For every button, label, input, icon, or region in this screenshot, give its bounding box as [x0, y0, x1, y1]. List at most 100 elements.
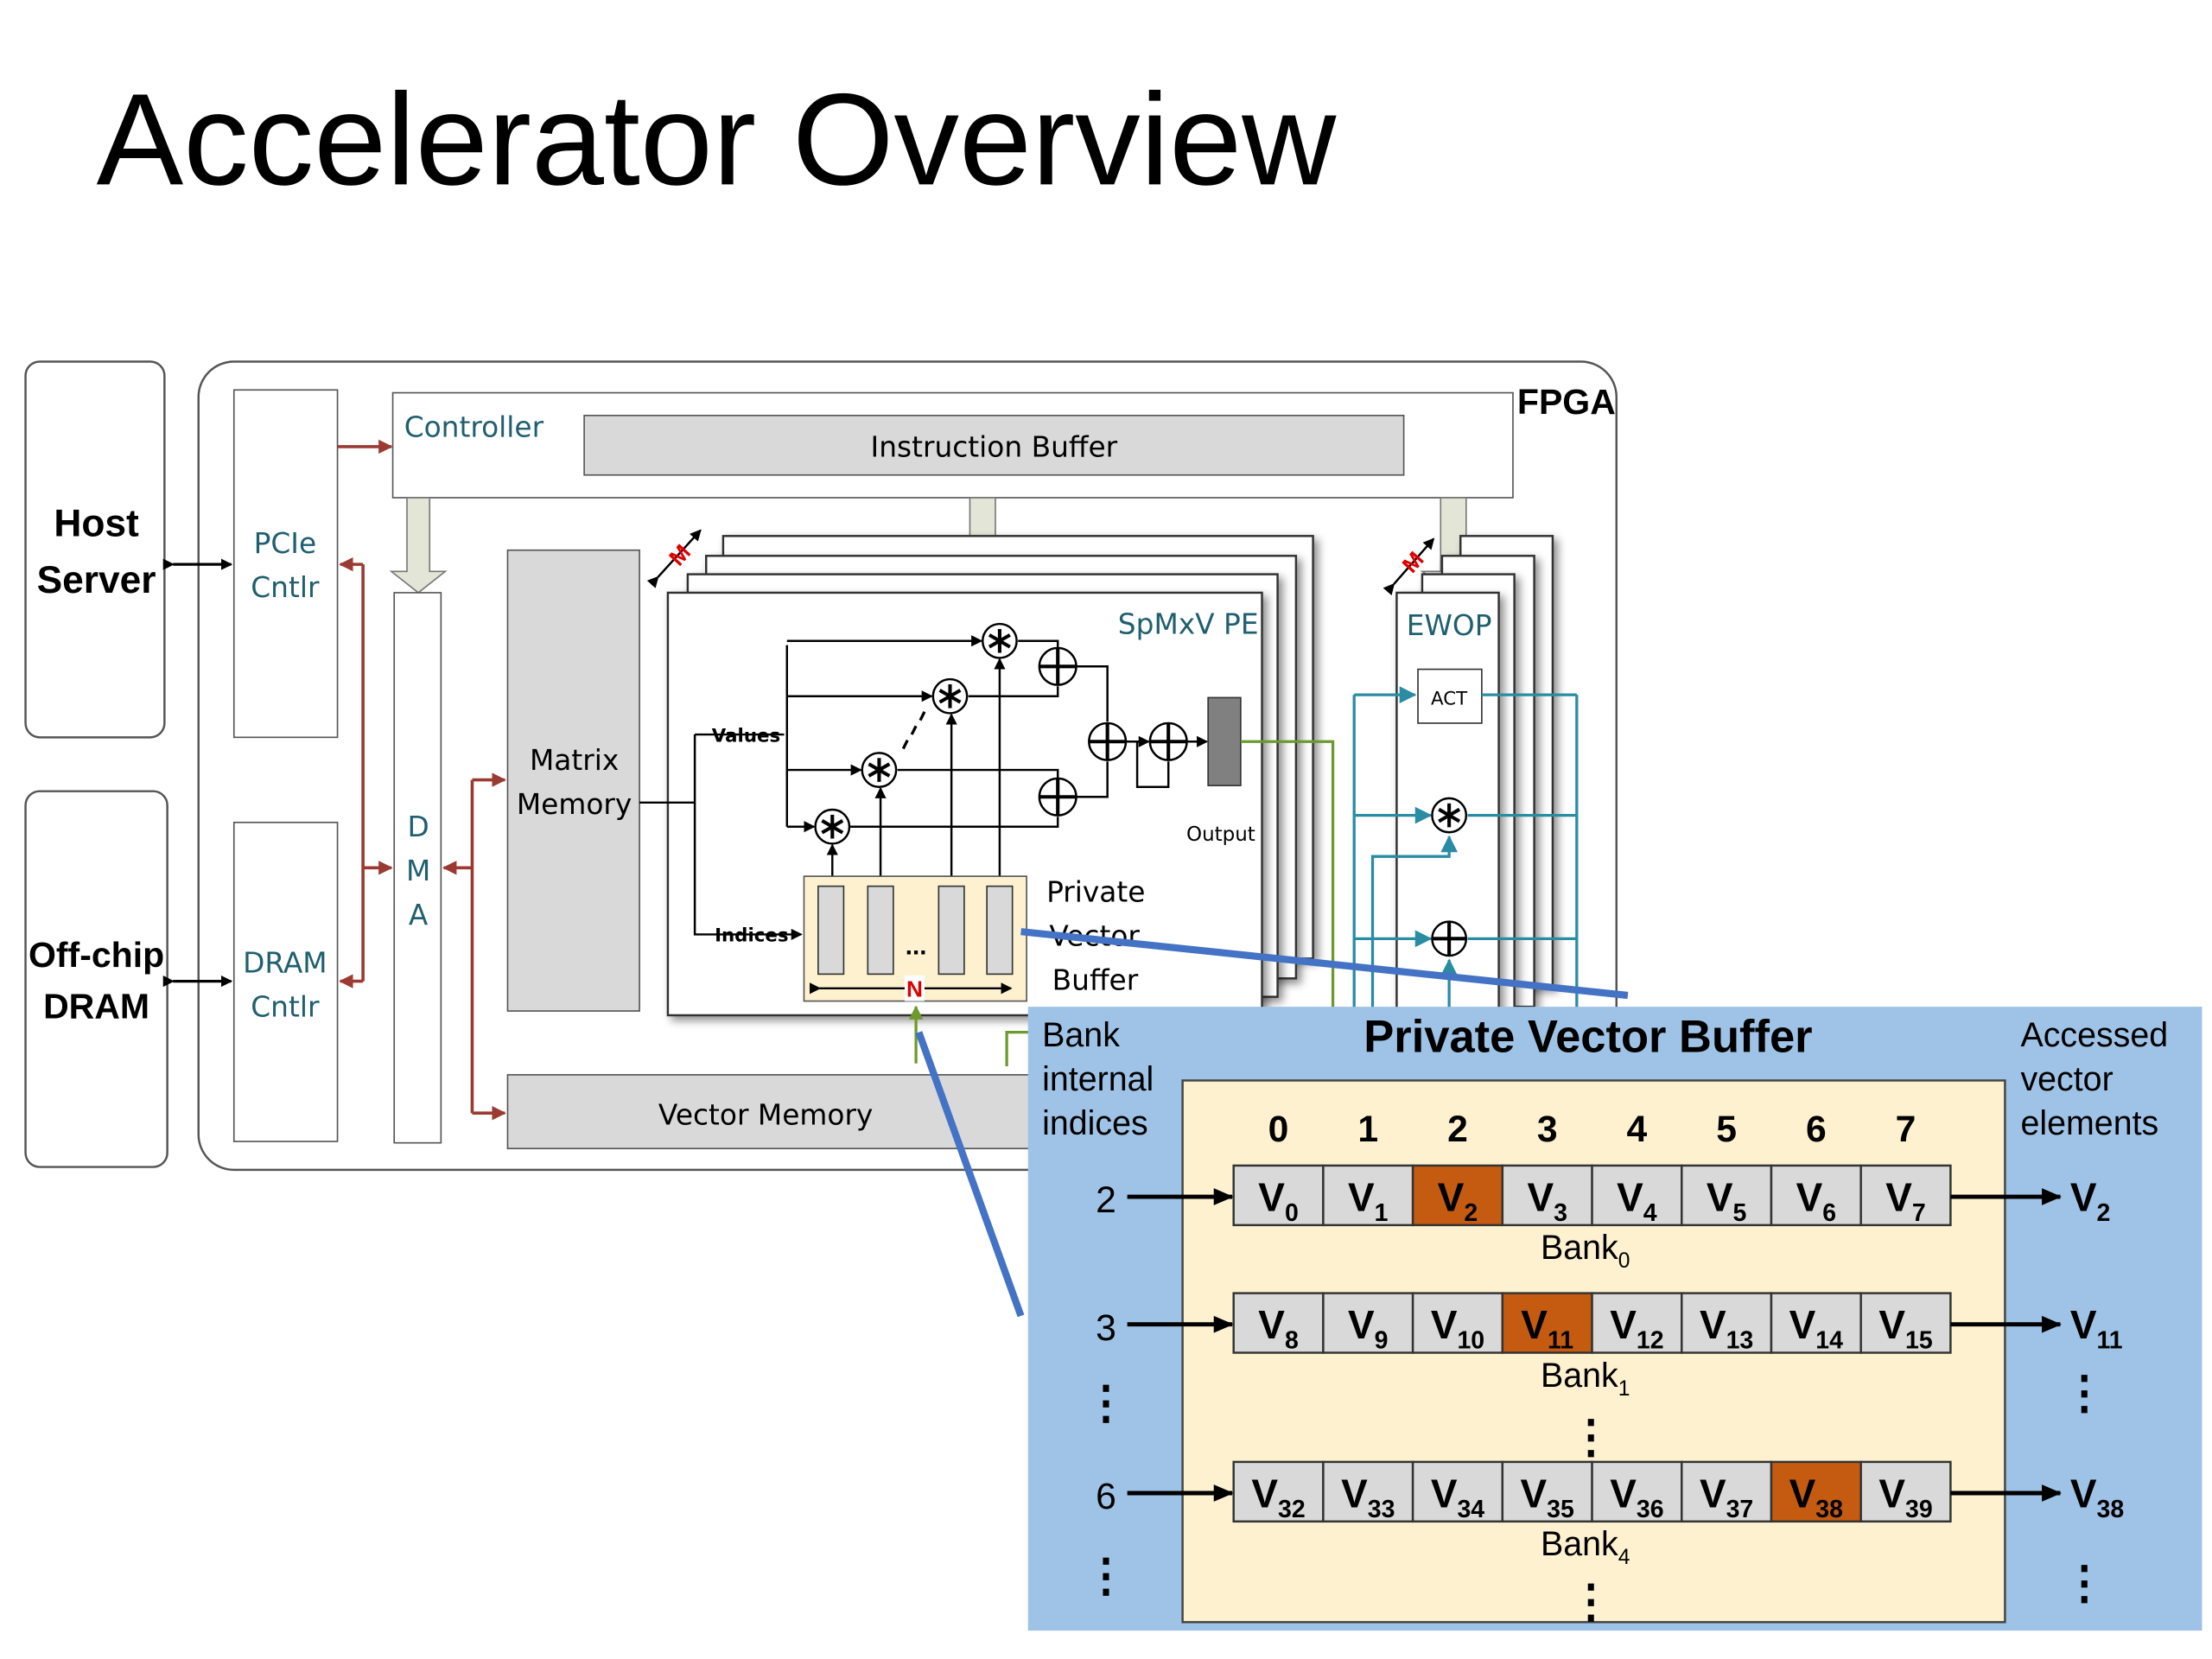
vertical-ellipsis: ⋮: [2062, 1368, 2107, 1419]
output-register: [1207, 696, 1242, 786]
vector-cell: V36: [1591, 1460, 1683, 1523]
zoom-callout-lines: [915, 928, 1629, 1318]
column-index: 1: [1357, 1109, 1378, 1150]
svg-text:Cntlr: Cntlr: [251, 991, 320, 1024]
spmxv-datapath: [639, 635, 1209, 940]
add-icon: [1148, 721, 1188, 761]
vector-element-label: V35: [1521, 1471, 1574, 1522]
svg-text:Matrix: Matrix: [530, 744, 619, 777]
vector-cell-selected: V38: [1770, 1460, 1862, 1523]
vertical-ellipsis: ⋮: [1568, 1576, 1614, 1627]
column-index: 3: [1537, 1109, 1558, 1150]
vector-element-label: V37: [1700, 1471, 1753, 1522]
multiply-icon: [931, 677, 969, 715]
svg-text:Accessed: Accessed: [2020, 1016, 2168, 1054]
vector-cell-selected: V2: [1411, 1164, 1504, 1227]
svg-text:Cntlr: Cntlr: [251, 571, 320, 604]
svg-text:PCIe: PCIe: [254, 527, 317, 560]
vector-element-label: V38: [1789, 1471, 1843, 1522]
vector-cell: V32: [1232, 1460, 1325, 1523]
vector-element-label: V34: [1431, 1471, 1484, 1522]
vector-cell-selected: V11: [1501, 1292, 1593, 1355]
bank-label: Bank0: [1541, 1229, 1630, 1273]
vector-element-label: V5: [1707, 1174, 1747, 1226]
vector-element-label: V3: [1527, 1174, 1567, 1226]
vertical-ellipsis: ⋮: [1084, 1550, 1129, 1601]
svg-text:DRAM: DRAM: [243, 947, 327, 980]
svg-text:Server: Server: [37, 559, 156, 601]
vector-element-label: V11: [1521, 1302, 1573, 1354]
vector-element-label: V6: [1796, 1174, 1836, 1226]
svg-text:Off-chip: Off-chip: [29, 935, 164, 975]
svg-text:FPGA: FPGA: [1517, 382, 1616, 422]
spmxv-pe-label: SpMxV PE: [1118, 608, 1259, 641]
vector-cell: V3: [1501, 1164, 1593, 1227]
vector-cell: V33: [1322, 1460, 1414, 1523]
ewop-datapath: [1352, 686, 1579, 1010]
bank-label: Bank1: [1541, 1357, 1630, 1401]
add-icon: [1038, 646, 1077, 686]
dma-interconnect: [337, 439, 506, 1121]
column-index: 4: [1627, 1109, 1648, 1150]
indices-label: Indices: [715, 925, 789, 947]
ewop-label: EWOP: [1407, 609, 1492, 642]
output-paths: [908, 740, 1335, 1067]
svg-text:ACT: ACT: [1431, 689, 1468, 710]
vertical-ellipsis: ⋮: [1084, 1377, 1129, 1428]
svg-text:A: A: [409, 899, 429, 931]
vector-cell: V35: [1501, 1460, 1593, 1523]
dma-block: D M A: [393, 592, 442, 1144]
vector-cell: V12: [1591, 1292, 1683, 1355]
svg-text:elements: elements: [2020, 1104, 2158, 1142]
private-vector-buffer-inset: Private Vector Buffer Bank internal indi…: [1027, 1007, 2202, 1631]
vector-cell: V39: [1859, 1460, 1952, 1523]
add-icon: [1088, 721, 1128, 761]
n-label: N: [906, 976, 923, 1002]
inset-title: Private Vector Buffer: [1363, 1012, 1812, 1063]
host-server-block: Host Server: [24, 360, 166, 739]
dram-controller: DRAM Cntlr: [232, 821, 339, 1142]
svg-text:Buffer: Buffer: [1052, 963, 1139, 996]
vector-element-label: V10: [1431, 1302, 1484, 1354]
vector-cell: V6: [1770, 1164, 1862, 1227]
column-index: 0: [1268, 1109, 1289, 1150]
vector-cell: V14: [1770, 1292, 1862, 1355]
act-unit: [1417, 668, 1483, 724]
svg-text:Vector Memory: Vector Memory: [658, 1098, 873, 1131]
vector-cell: V7: [1859, 1164, 1952, 1227]
multiply-icon: [1431, 797, 1468, 834]
pe-operators: [814, 622, 1188, 845]
column-index: 2: [1447, 1109, 1468, 1150]
output-label: Output: [1186, 823, 1255, 846]
svg-text:DRAM: DRAM: [43, 986, 149, 1026]
add-icon: [1431, 920, 1468, 957]
bank-internal-index: 3: [1096, 1307, 1116, 1349]
matrix-memory: Matrix Memory: [506, 549, 640, 1012]
bank-label: Bank4: [1541, 1525, 1630, 1569]
svg-text:D: D: [407, 810, 429, 843]
vector-element-label: V33: [1341, 1471, 1395, 1522]
vector-element-label: V1: [1348, 1174, 1389, 1226]
vector-element-label: V39: [1878, 1471, 1932, 1522]
svg-text:Memory: Memory: [517, 788, 632, 821]
vector-memory: Vector Memory: [506, 1074, 1047, 1150]
page-title: Accelerator Overview: [97, 66, 1338, 212]
svg-text:indices: indices: [1042, 1104, 1148, 1142]
vertical-ellipsis: ⋮: [1568, 1411, 1614, 1462]
vector-cell: V1: [1322, 1164, 1414, 1227]
vector-element-label: V2: [2070, 1174, 2110, 1226]
vector-cell: V5: [1681, 1164, 1773, 1227]
add-icon: [1038, 777, 1077, 817]
values-label: Values: [712, 725, 780, 747]
continuation-dots: ⋮⋮⋮⋮⋮⋮: [1084, 1368, 2107, 1627]
svg-text:Instruction Buffer: Instruction Buffer: [871, 430, 1118, 463]
svg-text:internal: internal: [1042, 1060, 1154, 1098]
vector-element-label: V36: [1610, 1471, 1663, 1522]
svg-text:M: M: [406, 855, 430, 887]
vector-cell: V15: [1859, 1292, 1952, 1355]
vector-element-label: V4: [1617, 1174, 1657, 1226]
vector-cell: V13: [1681, 1292, 1773, 1355]
vector-element-label: V14: [1789, 1302, 1843, 1354]
private-vector-buffer-small: ... N: [803, 875, 1027, 1002]
